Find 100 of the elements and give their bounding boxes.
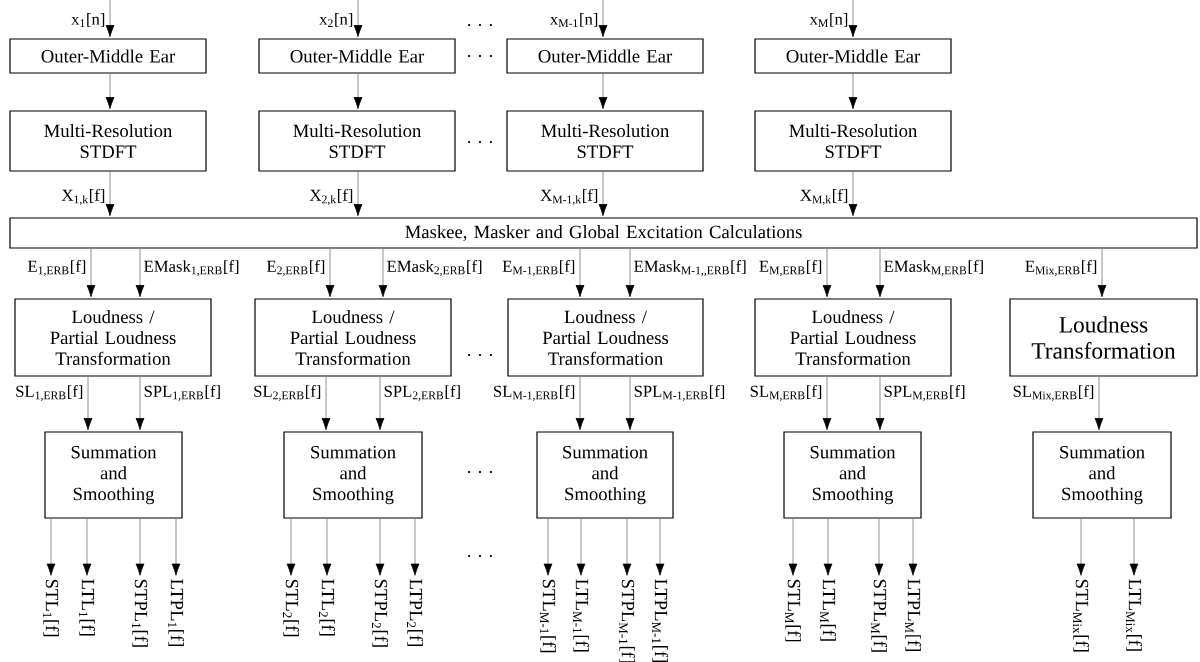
output-signal-label: LTL$_{Mix}$[f] (1126, 579, 1143, 651)
arrow (598, 73, 608, 110)
signal-label: SL$_{M-1,ERB}$[f] (494, 385, 575, 401)
signal-label: SPL$_{M-1,ERB}$[f] (634, 385, 725, 401)
arrow (325, 248, 335, 298)
arrow (625, 248, 635, 298)
signal-label: x$_{M}$[n] (809, 13, 848, 27)
ellipsis: . . . (468, 470, 492, 474)
arrow (353, 171, 363, 217)
output-signal-label: STL$_{1}$[f] (43, 579, 60, 637)
process-box: Loudness / Partial Loudness Transformation (754, 298, 952, 377)
process-box: Summation and Smoothing (536, 431, 674, 519)
output-signal-label: LTPL$_{1}$[f] (168, 579, 185, 646)
ellipsis: . . . (468, 353, 492, 357)
signal-label: SPL$_{M,ERB}$[f] (884, 385, 965, 401)
arrow (908, 518, 918, 576)
ellipsis: . . . (468, 23, 492, 27)
ellipsis: . . . (468, 140, 492, 144)
arrow (1076, 518, 1086, 576)
arrow (543, 518, 553, 576)
output-signal-label: LTL$_{M}$[f] (820, 579, 837, 641)
arrow (848, 73, 858, 110)
output-signal-label: LTL$_{1}$[f] (79, 579, 96, 636)
arrow (575, 248, 585, 298)
signal-label: EMask$_{M-1,,ERB}$[f] (634, 260, 746, 276)
output-signal-label: STPL$_{M-1}$[f] (619, 579, 636, 662)
arrow (823, 518, 833, 576)
signal-label: EMask$_{1,ERB}$[f] (144, 260, 239, 276)
process-box: Loudness Transformation (1009, 298, 1198, 377)
arrow (575, 376, 585, 431)
signal-label: E$_{Mix,ERB}$[f] (1025, 260, 1097, 276)
arrow (105, 0, 115, 38)
signal-label: E$_{2,ERB}$[f] (266, 260, 325, 276)
signal-label: X$_{M,k}$[f] (800, 188, 848, 206)
arrow (822, 376, 832, 431)
process-box: Maskee, Masker and Global Excitation Calculations (9, 217, 1198, 249)
process-box: Multi-Resolution STDFT (258, 110, 456, 172)
arrow (46, 518, 56, 576)
arrow (105, 171, 115, 217)
process-box: Loudness / Partial Loudness Transformation (14, 298, 212, 377)
output-signal-label: LTL$_{2}$[f] (319, 579, 336, 636)
arrow (598, 171, 608, 217)
process-box: Summation and Smoothing (44, 431, 183, 519)
output-signal-label: STL$_{Mix}$[f] (1073, 579, 1090, 652)
arrow (622, 518, 632, 576)
signal-label: X$_{1,k}$[f] (61, 188, 105, 206)
arrow (1094, 376, 1104, 431)
arrow (576, 518, 586, 576)
arrow (322, 518, 332, 576)
ellipsis: . . . (468, 54, 492, 58)
signal-label: SPL$_{2,ERB}$[f] (384, 385, 460, 401)
signal-label: x$_{2}$[n] (319, 13, 353, 27)
signal-label: SL$_{1,ERB}$[f] (16, 385, 83, 401)
process-box: Multi-Resolution STDFT (506, 110, 704, 172)
process-box: Multi-Resolution STDFT (754, 110, 952, 172)
process-box: Summation and Smoothing (783, 431, 922, 519)
arrow (410, 518, 420, 576)
signal-label: E$_{M-1,ERB}$[f] (502, 260, 575, 276)
signal-label: EMask$_{2,ERB}$[f] (387, 260, 482, 276)
output-signal-label: LTPL$_{2}$[f] (407, 579, 424, 646)
process-box: Summation and Smoothing (1032, 431, 1172, 519)
output-signal-label: STL$_{2}$[f] (283, 579, 300, 637)
arrow (135, 376, 145, 431)
arrow (378, 248, 388, 298)
arrow (655, 518, 665, 576)
arrow (875, 248, 885, 298)
arrow (353, 73, 363, 110)
arrow (1129, 518, 1139, 576)
arrow (83, 376, 93, 431)
arrow (286, 518, 296, 576)
signal-label: SL$_{M,ERB}$[f] (750, 385, 822, 401)
process-box: Loudness / Partial Loudness Transformation (254, 298, 452, 377)
arrow (135, 248, 145, 298)
process-box: Loudness / Partial Loudness Transformation (507, 298, 704, 377)
signal-label: x$_{1}$[n] (71, 13, 105, 27)
signal-label: EMask$_{M,ERB}$[f] (884, 260, 983, 276)
arrow (598, 0, 608, 38)
arrow (875, 376, 885, 431)
arrow (625, 376, 635, 431)
output-signal-label: STPL$_{2}$[f] (372, 579, 389, 647)
output-signal-label: STPL$_{1}$[f] (132, 579, 149, 647)
arrow (822, 248, 832, 298)
signal-label: SL$_{Mix,ERB}$[f] (1013, 385, 1094, 401)
arrow (82, 518, 92, 576)
output-signal-label: LTL$_{M-1}$[f] (573, 579, 590, 652)
arrow (105, 73, 115, 110)
output-signal-label: STL$_{M-1}$[f] (540, 579, 557, 653)
process-box: Outer-Middle Ear (506, 38, 704, 74)
signal-label: X$_{M-1,k}$[f] (540, 188, 598, 206)
signal-label: x$_{M-1}$[n] (550, 13, 598, 27)
output-signal-label: LTPL$_{M}$[f] (905, 579, 922, 652)
output-signal-label: STL$_{M}$[f] (785, 579, 802, 642)
arrow (788, 518, 798, 576)
signal-label: E$_{M,ERB}$[f] (759, 260, 822, 276)
arrow (375, 518, 385, 576)
signal-label: SL$_{2,ERB}$[f] (254, 385, 321, 401)
output-signal-label: LTPL$_{M-1}$[f] (652, 579, 669, 662)
arrow (86, 248, 96, 298)
process-box: Outer-Middle Ear (754, 38, 952, 74)
arrow (1097, 248, 1107, 298)
